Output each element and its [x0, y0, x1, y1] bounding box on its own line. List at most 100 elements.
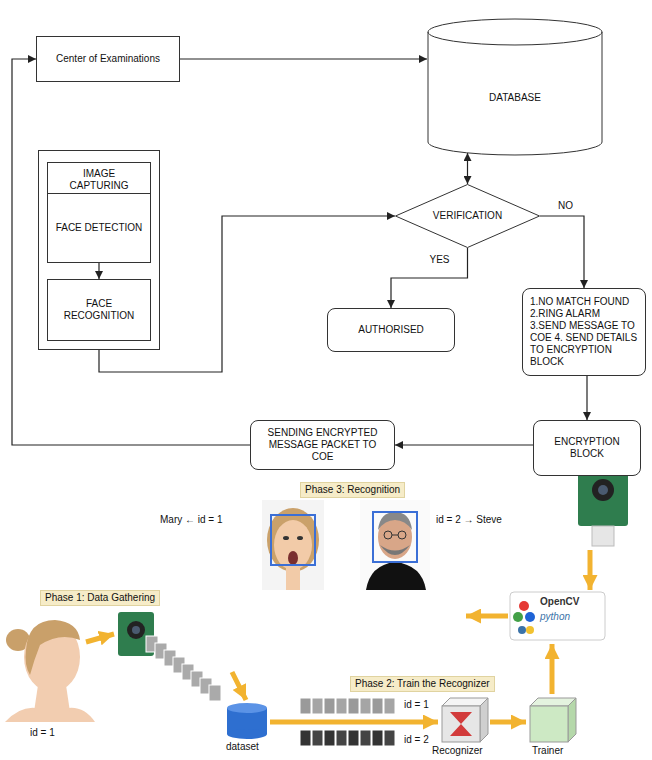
trainer-cube: [530, 698, 576, 742]
edge-label: NO: [556, 200, 575, 212]
photo-steve: [373, 512, 417, 562]
opencv-logo-box: [510, 592, 605, 640]
recognizer-cube: [442, 706, 480, 742]
identity-label: Mary ← id = 1: [160, 514, 223, 526]
flow-arrow: [86, 634, 114, 642]
training-thumbnails: [312, 730, 323, 746]
person-profile: [26, 620, 81, 675]
photo-steve: [366, 562, 426, 590]
camera-module: [592, 526, 614, 546]
terminal-box: AUTHORISED: [327, 308, 455, 352]
recognizer-cube: [442, 698, 488, 742]
connector-arrow: [98, 263, 99, 279]
training-thumbnails: [336, 730, 347, 746]
action-box: 1.NO MATCH FOUND 2.RING ALARM 3.SEND MES…: [522, 288, 646, 376]
photo-mary: [271, 515, 315, 565]
opencv-logo-box: [519, 601, 529, 611]
photo-steve: [380, 545, 410, 555]
group-box: IMAGE CAPTURING FACE DETECTION FACE RECOGN…: [38, 150, 160, 350]
node-label: VERIFICATION: [429, 208, 506, 224]
training-thumbnails: [336, 698, 347, 714]
trainer-cube: [530, 706, 568, 742]
recognizer-cube: [450, 712, 472, 736]
photo-mary: [274, 520, 312, 570]
database-cylinder: DATABASE: [427, 18, 603, 156]
connector-arrow: [586, 376, 587, 420]
photo-mary: [267, 508, 319, 572]
part-label: Recognizer: [432, 745, 483, 757]
id-label: id = 1: [404, 699, 429, 711]
logo-text: OpenCV: [540, 596, 579, 608]
training-thumbnails: [384, 698, 395, 714]
training-thumbnails: [312, 698, 323, 714]
process-box: FACE RECOGNITION: [47, 279, 151, 341]
connector-arrow: [395, 444, 533, 445]
opencv-logo-box: [525, 612, 535, 622]
diamond-outline: [396, 185, 540, 248]
phase-label: Phase 2: Train the Recognizer: [350, 676, 495, 692]
flow-arrow: [550, 644, 555, 694]
node-label: 1.NO MATCH FOUND 2.RING ALARM 3.SEND MES…: [526, 294, 642, 370]
camera-module-small: [132, 626, 140, 634]
opencv-logo-box: [518, 626, 526, 634]
id-label: id = 1: [30, 727, 55, 739]
logo-text: python: [540, 611, 570, 623]
process-box: SENDING ENCRYPTED MESSAGE PACKET TO COE: [250, 420, 395, 470]
photo-steve: [392, 535, 398, 536]
training-thumbnails: [324, 730, 335, 746]
phase-label: Phase 1: Data Gathering: [40, 590, 160, 606]
dataset-cylinder: [227, 703, 267, 713]
recognizer-cube: [480, 698, 488, 742]
part-label: Trainer: [532, 745, 563, 757]
camera-module: [578, 466, 628, 546]
node-label: Center of Examinations: [52, 51, 164, 67]
node-label: FACE DETECTION: [52, 220, 147, 236]
opencv-logo-box: [526, 626, 534, 634]
trainer-cube: [568, 698, 576, 742]
connector-arrow: [540, 216, 584, 288]
connector-arrow: [12, 59, 250, 445]
identity-label: id = 2 → Steve: [436, 514, 502, 526]
training-thumbnails: [348, 730, 359, 746]
dataset-cylinder: [227, 729, 267, 739]
edge-label: YES: [428, 254, 452, 266]
flow-arrow: [466, 614, 508, 619]
process-box: Center of Examinations: [36, 36, 180, 82]
training-thumbnails: [324, 698, 335, 714]
opencv-logo-box: [513, 612, 523, 622]
phase-label: Phase 3: Recognition: [300, 482, 405, 498]
photo-mary: [297, 536, 303, 540]
camera-module-small: [127, 621, 145, 639]
training-thumbnails: [300, 698, 311, 714]
connector-arrow: [391, 248, 468, 308]
connector-arrow: [467, 153, 468, 184]
person-profile: [5, 620, 95, 722]
photo-mary: [262, 500, 324, 590]
training-thumbnails: [300, 730, 311, 746]
flow-arrow: [232, 672, 246, 700]
connector-arrow: [180, 58, 427, 59]
node-label: DATABASE: [485, 90, 545, 106]
photo-steve: [360, 500, 430, 590]
id-label: id = 2: [404, 734, 429, 746]
photo-steve: [398, 531, 406, 539]
camera-module: [592, 479, 614, 501]
node-label: ENCRYPTION BLOCK: [537, 434, 637, 462]
flow-arrow: [270, 720, 438, 725]
node-label: IMAGE CAPTURING: [51, 166, 147, 194]
node-label: AUTHORISED: [354, 322, 428, 338]
photo-mary: [283, 536, 289, 540]
training-thumbnails: [372, 730, 383, 746]
decision-diamond: VERIFICATION: [395, 184, 540, 248]
cylinder-outline: [428, 19, 602, 155]
captured-image-stack: [209, 685, 221, 701]
photo-mary: [288, 551, 298, 565]
photo-steve: [360, 500, 430, 590]
camera-module: [598, 485, 608, 495]
dataset-cylinder: [227, 703, 267, 739]
part-label: dataset: [226, 741, 259, 753]
captured-image-stack: [146, 636, 221, 701]
flow-arrow: [490, 720, 526, 725]
training-thumbnails: [360, 698, 371, 714]
